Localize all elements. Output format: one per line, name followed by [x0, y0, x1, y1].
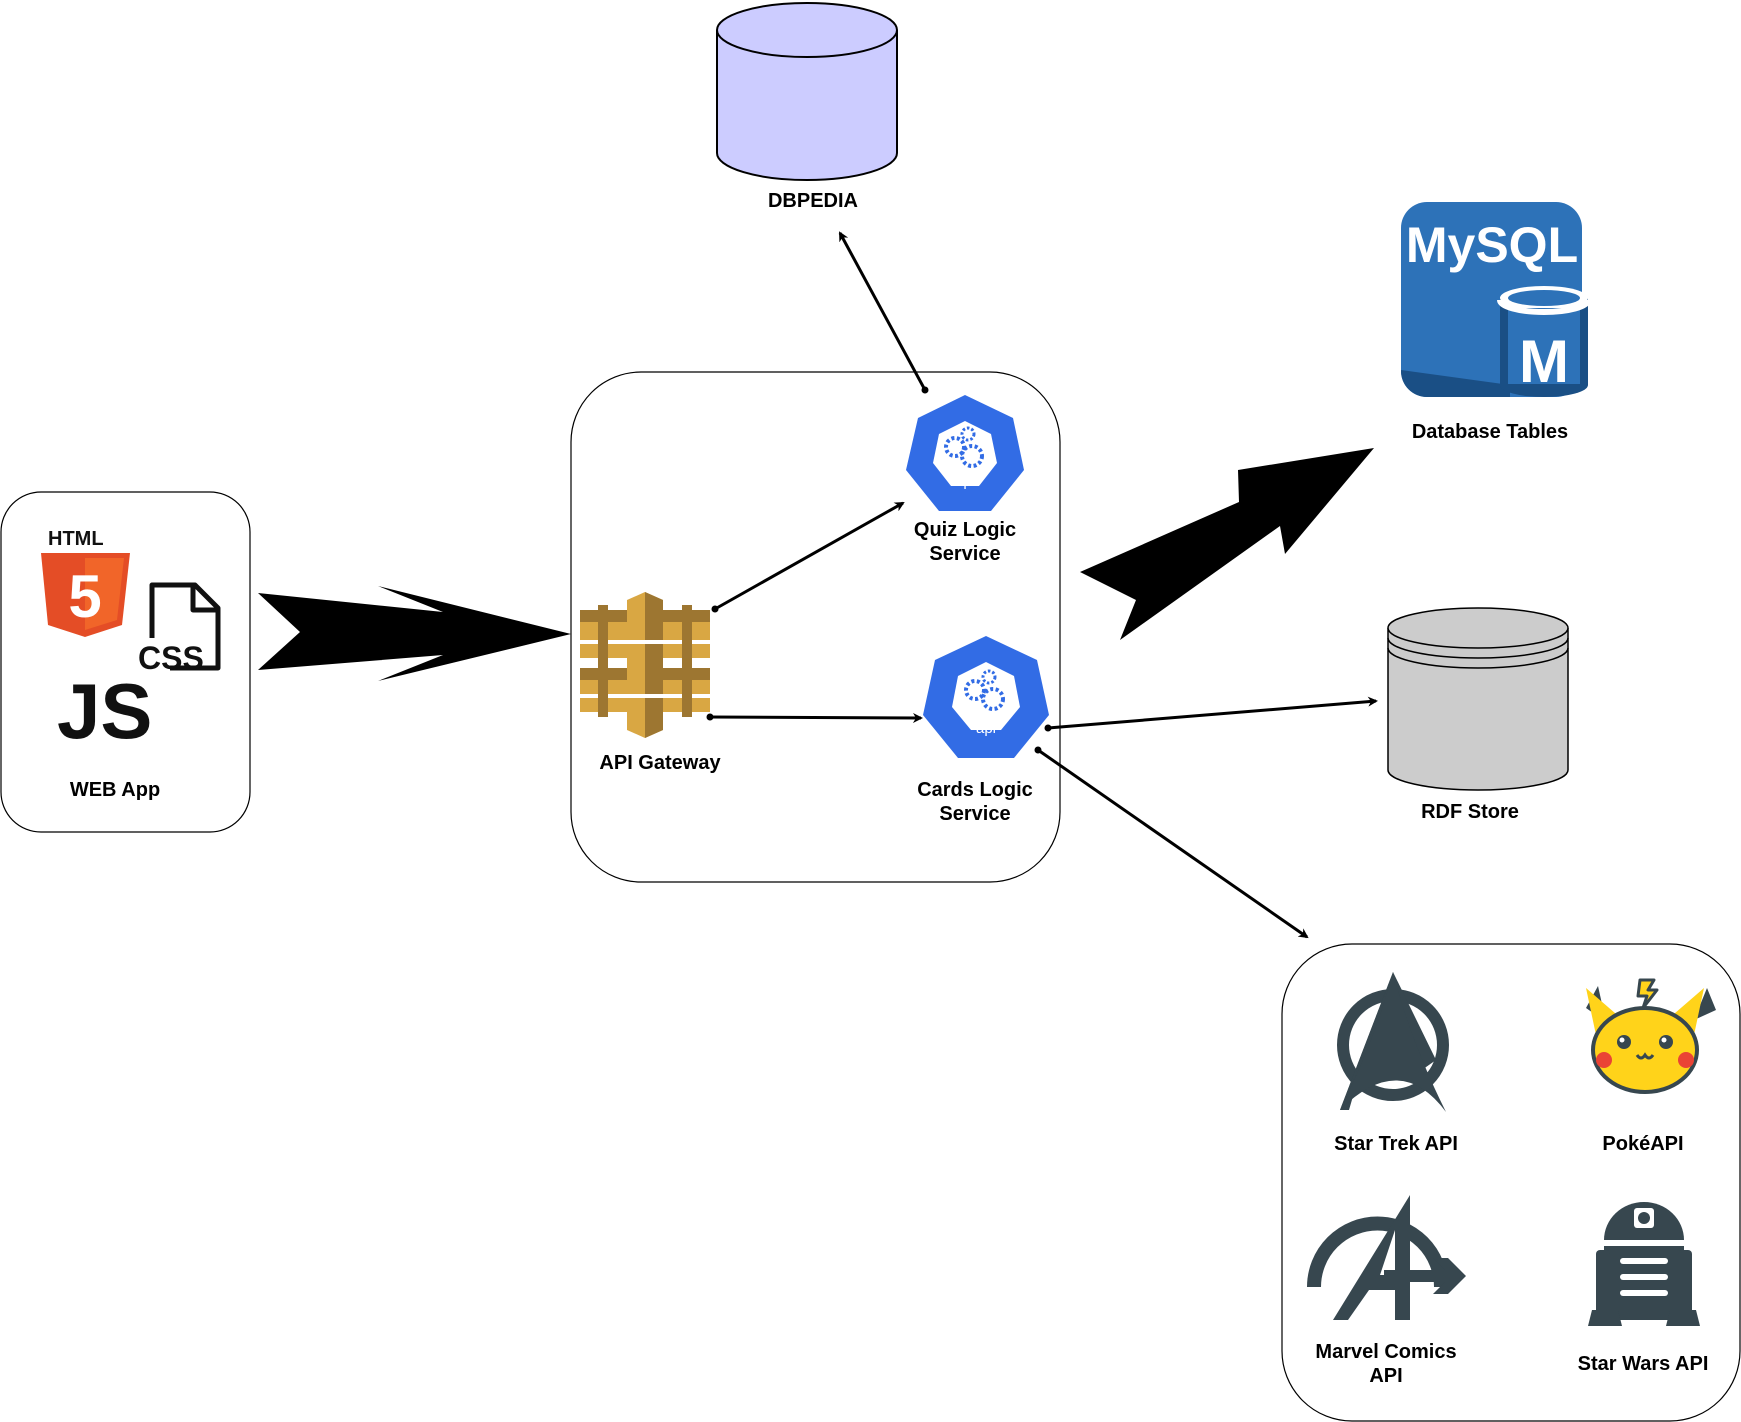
html5-wordmark: HTML — [48, 528, 104, 550]
dbpedia-database-icon — [716, 2, 898, 181]
gateway-to-cards-connector — [706, 712, 923, 723]
database-tables-label: Database Tables — [1411, 421, 1569, 443]
marvel-comics-api-label: Marvel Comics API — [1315, 1341, 1457, 1387]
web-app-label: WEB App — [69, 779, 161, 801]
mysql-wordmark: MySQL — [1406, 217, 1578, 273]
marvel-avengers-icon — [1307, 1195, 1466, 1320]
api-gateway-icon — [580, 592, 710, 738]
mysql-icon: MySQL M — [1401, 202, 1591, 397]
quiz-to-dbpedia-connector — [838, 231, 929, 394]
pokeapi-pikachu-icon — [1586, 978, 1716, 1094]
html5-number: 5 — [68, 563, 101, 630]
rdf-store-database-icon — [1387, 607, 1569, 791]
cards-service-api-icon: api — [923, 636, 1049, 758]
quiz-service-api-icon: api — [906, 395, 1024, 511]
js-icon: JS — [57, 667, 152, 755]
services-to-mysql-arrow — [1080, 448, 1374, 640]
pokeapi-label: PokéAPI — [1602, 1133, 1684, 1155]
cards-logic-service-label: Cards Logic Service — [917, 779, 1033, 825]
quiz-logic-service-label: Quiz Logic Service — [913, 519, 1017, 565]
html5-icon: HTML 5 — [41, 528, 130, 637]
css-file-icon: CSS — [138, 582, 221, 676]
quiz-api-badge: api — [955, 473, 975, 490]
star-trek-icon — [1337, 972, 1449, 1112]
dbpedia-label: DBPEDIA — [767, 190, 858, 212]
mysql-m-letter: M — [1519, 328, 1569, 395]
star-wars-r2d2-icon — [1588, 1202, 1700, 1326]
gateway-to-quiz-connector — [711, 501, 905, 613]
css-wordmark: CSS — [138, 640, 204, 676]
star-wars-api-label: Star Wars API — [1577, 1353, 1709, 1375]
rdf-store-label: RDF Store — [1421, 801, 1519, 823]
cards-to-rdf-connector — [1044, 696, 1378, 732]
cards-to-apis-connector — [1034, 746, 1309, 939]
star-trek-api-label: Star Trek API — [1334, 1133, 1458, 1155]
web-to-gateway-arrow — [258, 586, 571, 681]
api-gateway-label: API Gateway — [599, 752, 721, 774]
cards-api-badge: api — [976, 720, 996, 737]
